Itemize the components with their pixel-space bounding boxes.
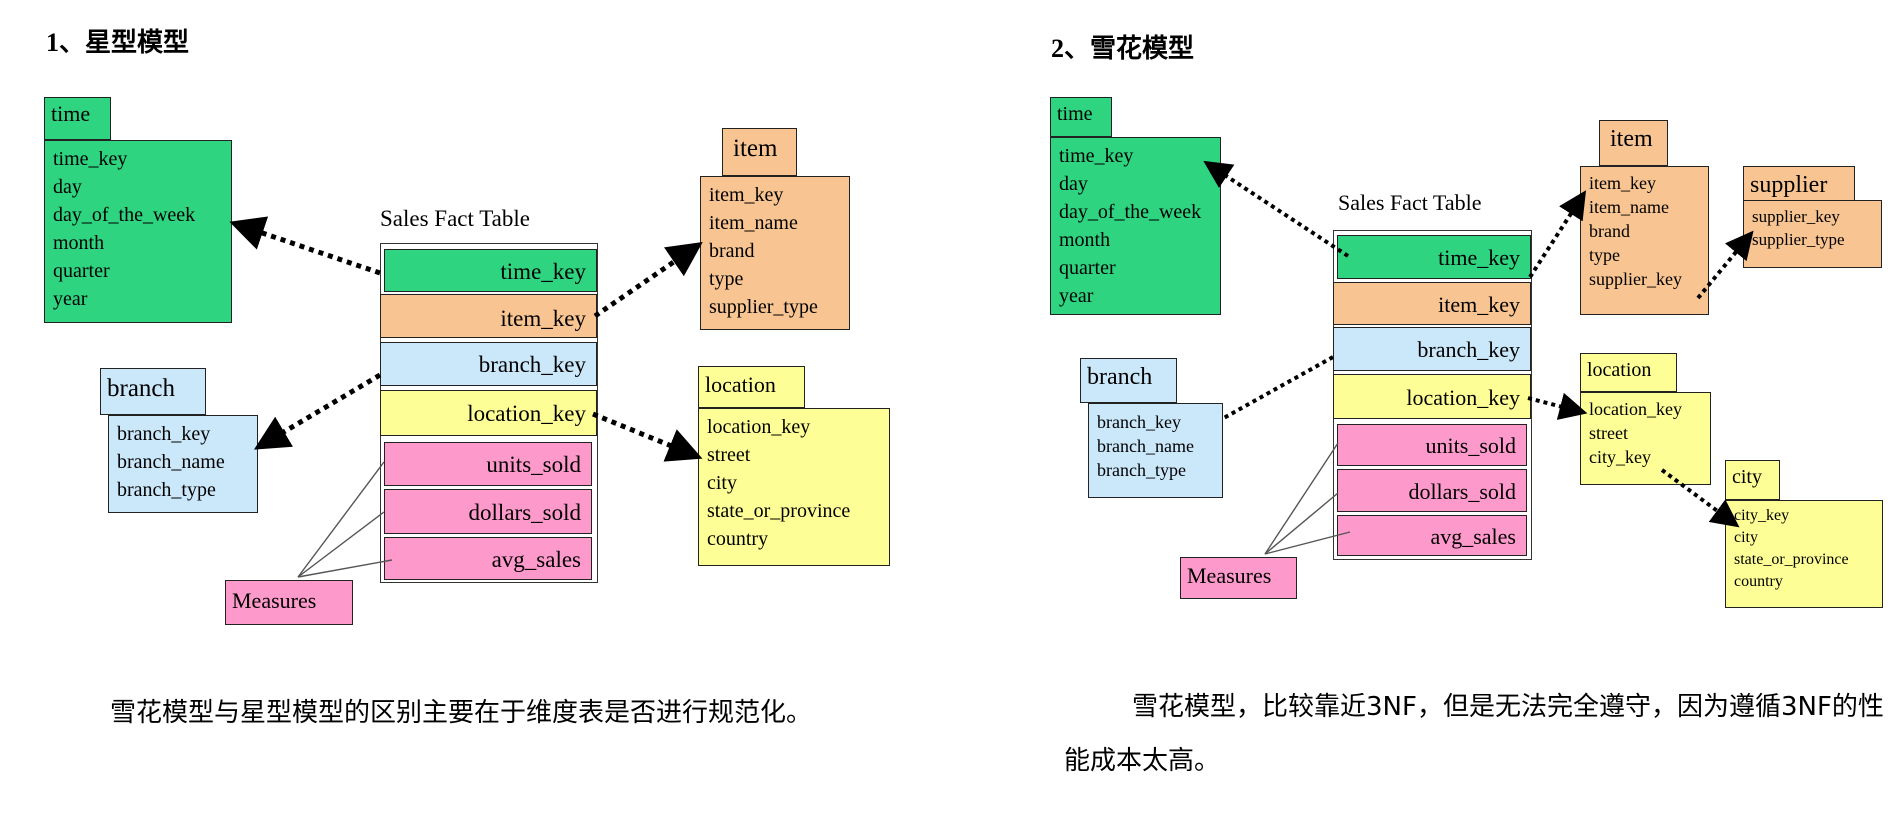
snow-fact-row: branch_key <box>1333 327 1531 371</box>
star-item-table: item_key item_name brand type supplier_t… <box>700 176 850 330</box>
field: type <box>1589 245 1620 265</box>
field: item_name <box>709 212 798 234</box>
snow-fact-row: location_key <box>1333 374 1531 419</box>
field: branch_key <box>1097 412 1181 432</box>
field: quarter <box>53 260 110 282</box>
snow-measures-link <box>1264 531 1351 555</box>
field: quarter <box>1059 257 1116 279</box>
snow-time-table: time_key day day_of_the_week month quart… <box>1050 137 1221 315</box>
star-fact-row: dollars_sold <box>384 489 592 534</box>
snow-link-city <box>1660 468 1740 528</box>
snow-measures-link <box>1264 492 1339 555</box>
star-link-location <box>592 411 703 462</box>
field: branch_name <box>117 451 225 473</box>
star-location-tab: location <box>698 366 805 408</box>
field: city <box>1734 529 1758 546</box>
snow-link-supplier <box>1696 230 1754 300</box>
field: time_key <box>1059 145 1134 167</box>
star-fact-row: avg_sales <box>384 537 592 580</box>
star-measures-link <box>297 461 385 578</box>
field: day <box>1059 173 1088 195</box>
field: item_key <box>1589 173 1656 193</box>
field: time_key <box>53 148 128 170</box>
snow-fact-row: item_key <box>1333 282 1531 325</box>
star-branch-table: branch_key branch_name branch_type <box>108 415 258 513</box>
snow-location-table: location_key street city_key <box>1580 392 1711 485</box>
field: type <box>709 268 744 290</box>
snow-fact-row: avg_sales <box>1337 515 1527 556</box>
star-fact-row: location_key <box>380 390 597 436</box>
snow-link-time <box>1203 160 1350 258</box>
field: branch_type <box>1097 460 1186 480</box>
snow-city-tab: city <box>1725 460 1780 500</box>
field: branch_key <box>117 423 211 445</box>
snow-measures-link <box>1264 442 1339 555</box>
snow-city-table: city_key city state_or_province country <box>1725 500 1883 608</box>
snow-measures-label: Measures <box>1180 557 1297 599</box>
field: city <box>707 472 737 494</box>
field: country <box>1734 573 1783 590</box>
snow-fact-row: dollars_sold <box>1337 469 1527 512</box>
star-location-table: location_key street city state_or_provin… <box>698 408 890 566</box>
field: year <box>53 288 88 310</box>
field: location_key <box>707 416 811 438</box>
star-fact-title: Sales Fact Table <box>380 206 530 231</box>
star-caption: 雪花模型与星型模型的区别主要在于维度表是否进行规范化。 <box>110 698 813 728</box>
star-link-time <box>229 216 381 276</box>
snow-link-item <box>1528 190 1587 279</box>
snow-branch-table: branch_key branch_name branch_type <box>1088 403 1223 498</box>
snow-supplier-table: supplier_key supplier_type <box>1743 200 1882 268</box>
star-title: 1、星型模型 <box>46 28 190 57</box>
field: state_or_province <box>1734 551 1849 568</box>
star-measures-link <box>297 511 385 578</box>
star-measures-label: Measures <box>225 580 353 625</box>
star-fact-row: time_key <box>384 249 597 292</box>
field: supplier_type <box>1752 230 1845 249</box>
star-fact-row: branch_key <box>380 342 597 386</box>
field: month <box>1059 229 1111 251</box>
snow-location-tab: location <box>1580 353 1677 392</box>
field: location_key <box>1589 399 1682 419</box>
field: supplier_key <box>1589 269 1682 289</box>
field: year <box>1059 285 1094 307</box>
field: state_or_province <box>707 500 851 522</box>
snowflake-caption: 雪花模型，比较靠近3NF，但是无法完全遵守，因为遵循3NF的性能成本太高。 <box>1064 692 1884 776</box>
snow-item-tab: item <box>1599 120 1668 166</box>
field: item_name <box>1589 197 1669 217</box>
field: month <box>53 232 105 254</box>
field: city_key <box>1589 447 1651 467</box>
field: supplier_type <box>709 296 818 318</box>
star-item-tab: item <box>722 128 797 176</box>
field: branch_type <box>117 479 216 501</box>
snow-fact-title: Sales Fact Table <box>1338 190 1482 215</box>
star-measures-link <box>297 559 393 578</box>
field: day_of_the_week <box>53 204 196 226</box>
snow-time-tab: time <box>1050 97 1112 137</box>
field: brand <box>1589 221 1630 241</box>
star-time-tab: time <box>44 97 111 140</box>
star-fact-row: units_sold <box>384 442 592 486</box>
field: country <box>707 528 769 550</box>
star-link-branch <box>253 372 382 450</box>
star-link-item <box>593 242 703 319</box>
field: branch_name <box>1097 436 1194 456</box>
field: day_of_the_week <box>1059 201 1202 223</box>
star-fact-row: item_key <box>380 294 597 338</box>
field: street <box>707 444 751 466</box>
snow-fact-row: time_key <box>1337 235 1531 279</box>
snow-link-location <box>1527 392 1588 420</box>
field: city_key <box>1734 507 1790 524</box>
snowflake-title: 2、雪花模型 <box>1051 34 1195 63</box>
snow-link-branch <box>1221 355 1334 421</box>
snow-branch-tab: branch <box>1080 358 1177 403</box>
snow-fact-row: units_sold <box>1337 424 1527 466</box>
field: item_key <box>709 184 784 206</box>
field: brand <box>709 240 755 262</box>
field: day <box>53 176 82 198</box>
star-branch-tab: branch <box>100 368 206 415</box>
field: street <box>1589 423 1628 443</box>
field: supplier_key <box>1752 207 1840 226</box>
snow-item-table: item_key item_name brand type supplier_k… <box>1580 166 1709 315</box>
